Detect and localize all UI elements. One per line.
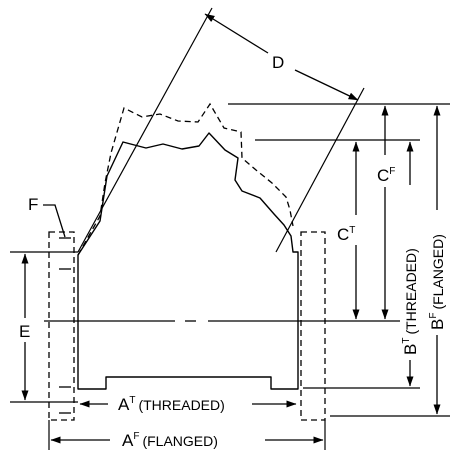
label-d: D [272, 53, 284, 72]
label-ct-sup: T [349, 225, 355, 236]
label-af-base: A [122, 431, 134, 450]
label-bf-sup: F [428, 313, 439, 319]
label-af: AF(FLANGED) [122, 431, 218, 450]
label-at-base: A [118, 395, 130, 414]
label-bf-base: B [428, 319, 447, 330]
leader-f [43, 204, 66, 238]
label-bf: BF (FLANGED) [428, 234, 447, 330]
ext-line-d-left [77, 7, 213, 253]
right-flange [300, 231, 326, 421]
label-e: E [19, 322, 30, 341]
label-ct-base: C [337, 225, 349, 244]
valve-body-dashed-outline [77, 102, 294, 256]
left-flange [48, 231, 75, 421]
label-bt-suffix: (THREADED) [403, 248, 419, 334]
label-at-suffix: (THREADED) [138, 397, 224, 413]
valve-body-outline [77, 132, 299, 390]
label-bt-base: B [401, 344, 420, 355]
label-f: F [28, 195, 38, 214]
label-bt: BT (THREADED) [401, 248, 420, 355]
label-bf-suffix: (FLANGED) [430, 234, 446, 309]
label-cf-sup: F [389, 166, 395, 177]
label-bt-sup: T [401, 338, 412, 344]
dim-d-arrow-1 [204, 13, 269, 54]
label-at: AT(THREADED) [118, 395, 225, 414]
dim-d-arrow-2 [294, 69, 359, 101]
label-ct: CT [337, 225, 355, 244]
label-af-suffix: (FLANGED) [142, 433, 217, 449]
label-cf-base: C [377, 166, 389, 185]
ext-line-d-right [275, 87, 365, 253]
label-cf: CF [377, 166, 395, 185]
label-af-sup: F [133, 431, 139, 442]
label-at-sup: T [129, 395, 135, 406]
